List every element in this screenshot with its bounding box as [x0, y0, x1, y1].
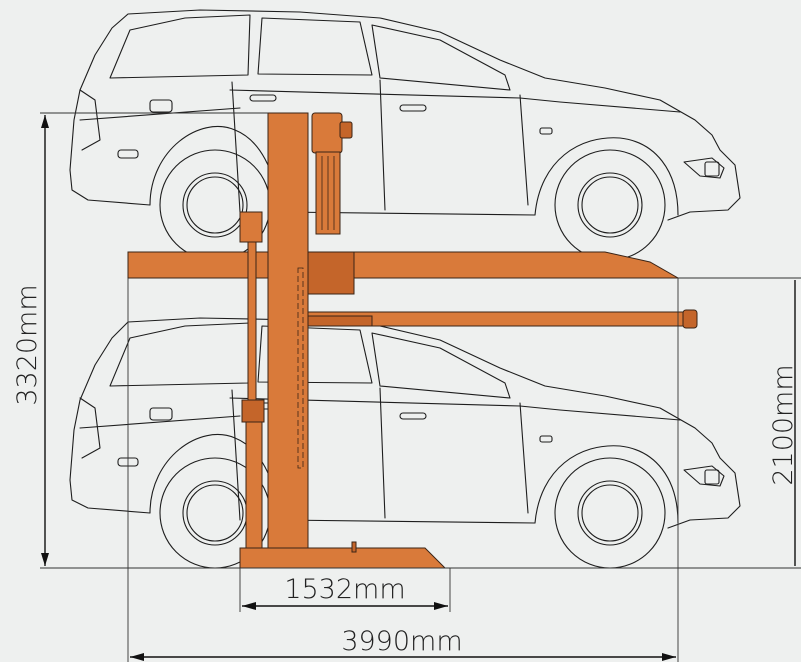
column-slots [297, 267, 304, 469]
motor-fins [321, 156, 335, 230]
lower-car [69, 317, 741, 569]
arm-end-cap [682, 309, 698, 329]
arm-joint [307, 315, 373, 327]
hydraulic-box [239, 211, 263, 243]
base-post [351, 541, 357, 553]
dim-base-width: 1532mm [284, 574, 405, 605]
main-column [267, 112, 309, 569]
dim-lower-clearance: 2100mm [768, 364, 799, 485]
hydraulic-cylinder [245, 421, 263, 569]
upper-platform [127, 251, 680, 279]
column-carriage [307, 251, 355, 295]
parking-lift [127, 112, 698, 569]
motor-head [311, 112, 343, 154]
dim-total-height: 3320mm [12, 284, 43, 405]
upper-car [69, 9, 741, 261]
dimension-lines [40, 112, 801, 662]
base-plate [239, 547, 447, 569]
hydraulic-pipe [247, 241, 257, 403]
motor-cap [339, 121, 353, 139]
dim-total-length: 3990mm [341, 626, 462, 657]
hydraulic-valve [241, 399, 265, 423]
